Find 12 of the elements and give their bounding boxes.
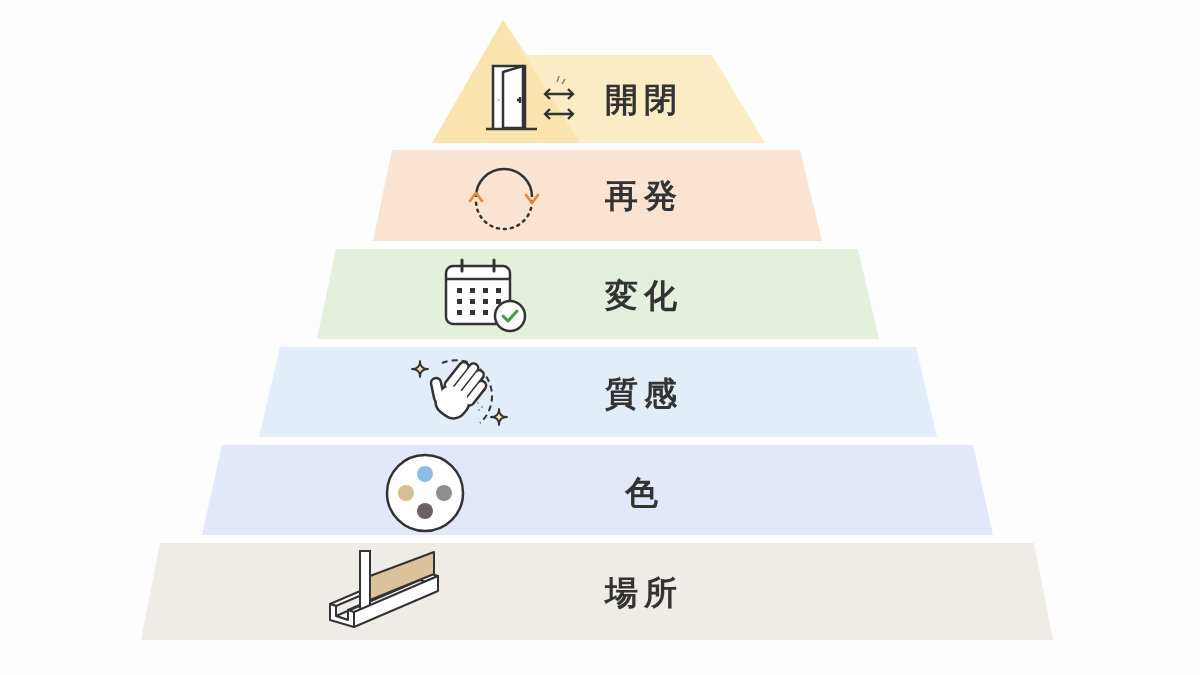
pyramid-layer <box>373 150 822 241</box>
layer-label: 変化 <box>604 277 683 315</box>
layer-label: 再発 <box>604 177 683 215</box>
pyramid-layer <box>317 249 879 339</box>
layer-label: 開閉 <box>604 81 683 119</box>
pyramid-layer <box>141 543 1053 640</box>
pyramid-layer <box>202 445 993 535</box>
layer-label: 場所 <box>603 574 683 612</box>
layer-label: 質感 <box>604 375 683 413</box>
pyramid-layer <box>259 347 937 437</box>
layer-label: 色 <box>623 474 664 512</box>
pyramid-layer <box>432 20 765 143</box>
